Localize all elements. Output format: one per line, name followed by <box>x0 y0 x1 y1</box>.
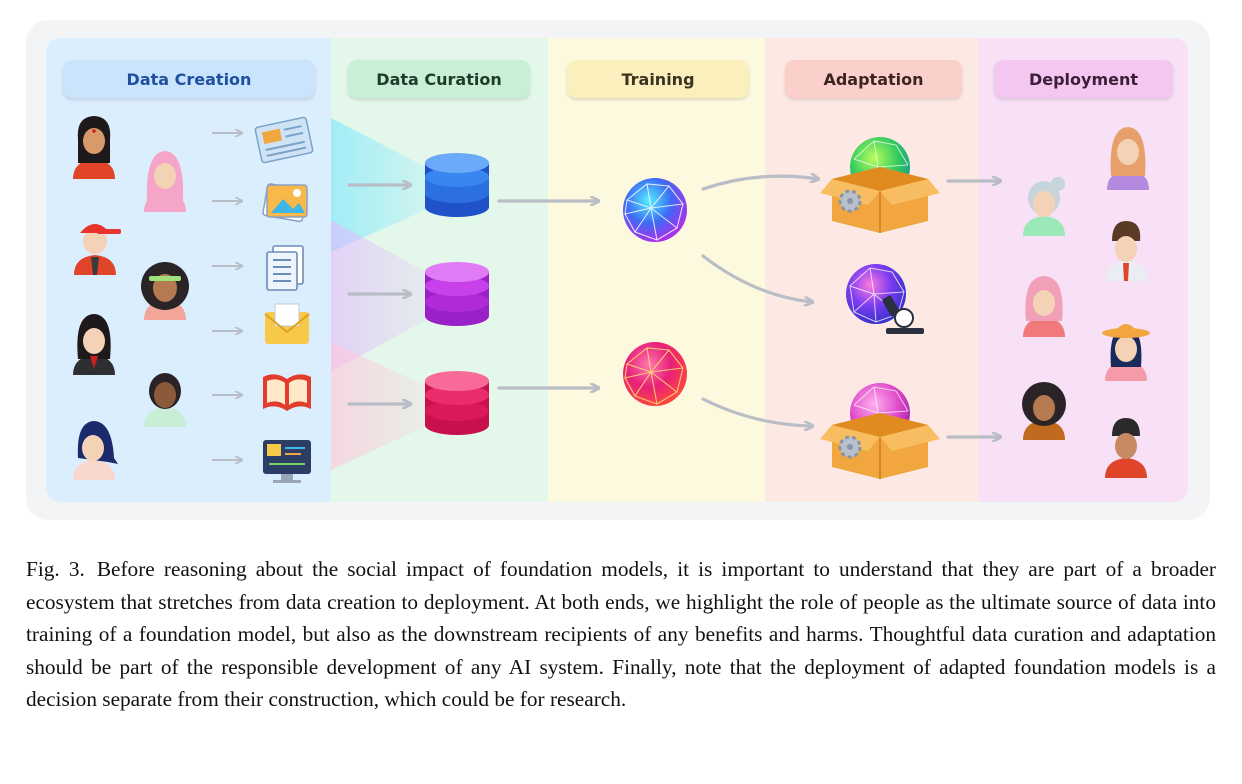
flow-fan-purple <box>331 220 470 372</box>
figure-caption: Fig. 3.Before reasoning about the social… <box>26 553 1216 716</box>
foundation-model-icon <box>623 178 687 242</box>
caption-text: Before reasoning about the social impact… <box>26 557 1217 712</box>
flow-fan-pink <box>331 342 470 470</box>
stage-label: Adaptation <box>823 69 924 89</box>
stage-label: Data Creation <box>126 69 252 89</box>
newspaper-icon <box>254 116 314 164</box>
stage-label: Data Curation <box>376 69 502 89</box>
person-icon <box>141 262 189 320</box>
person-icon <box>73 421 118 480</box>
person-icon <box>144 373 186 427</box>
flow-arrows <box>347 176 1000 437</box>
person-icon <box>1023 276 1065 337</box>
person-icon <box>1022 382 1066 440</box>
research-model-icon <box>846 264 924 334</box>
stage-header-adaptation: Adaptation <box>785 60 962 98</box>
person-icon <box>144 151 186 212</box>
source-arrows <box>212 133 242 460</box>
stage-header-deployment: Deployment <box>994 60 1173 98</box>
foundation-model-icon <box>623 342 687 406</box>
stage-column-deployment <box>979 38 1188 502</box>
database-icon <box>425 153 489 217</box>
photos-icon <box>262 183 308 223</box>
book-icon <box>263 374 311 411</box>
person-icon <box>1105 221 1147 281</box>
person-icon <box>1107 127 1149 190</box>
adapted-model-box-icon <box>820 137 940 233</box>
stage-label: Training <box>621 69 695 89</box>
adapted-model-box-icon <box>820 383 940 479</box>
person-icon <box>1105 418 1147 478</box>
documents-icon <box>266 245 304 291</box>
email-icon <box>264 303 310 344</box>
person-icon <box>74 224 121 275</box>
database-icon <box>425 371 489 435</box>
stage-header-training: Training <box>567 60 749 98</box>
stage-header-data-curation: Data Curation <box>348 60 530 98</box>
stage-column-training <box>548 38 765 502</box>
database-icon <box>425 262 489 326</box>
stage-label: Deployment <box>1028 69 1139 89</box>
figure-label: Fig. 3. <box>26 557 85 581</box>
code-icon <box>263 440 311 483</box>
person-icon <box>73 314 115 375</box>
person-icon <box>73 116 115 179</box>
person-icon <box>1102 324 1150 381</box>
person-icon <box>1023 177 1065 236</box>
stage-header-data-creation: Data Creation <box>63 60 315 98</box>
